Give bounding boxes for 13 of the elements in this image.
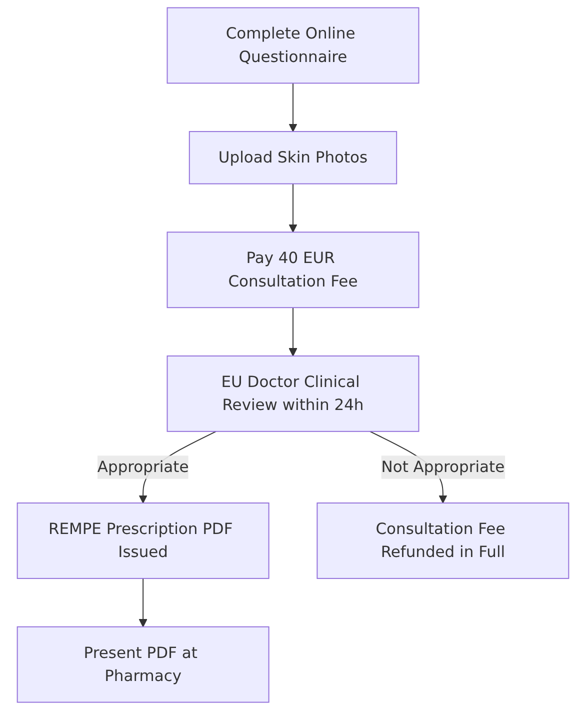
arrow xyxy=(288,307,298,356)
node-box: EU Doctor Clinical Review within 24h xyxy=(166,355,420,432)
node-box: REMPE Prescription PDF Issued xyxy=(16,502,270,579)
node-box: Complete Online Questionnaire xyxy=(166,7,420,84)
node-box: Upload Skin Photos xyxy=(188,131,398,184)
arrow xyxy=(288,183,298,233)
node-box: Present PDF at Pharmacy xyxy=(16,626,270,703)
arrow xyxy=(288,82,298,132)
node-box: Consultation Fee Refunded in Full xyxy=(316,502,570,579)
arrow xyxy=(138,578,148,628)
edge-label: Not Appropriate xyxy=(381,458,505,476)
node-box: Pay 40 EUR Consultation Fee xyxy=(166,232,420,308)
edge-label: Appropriate xyxy=(97,458,189,476)
